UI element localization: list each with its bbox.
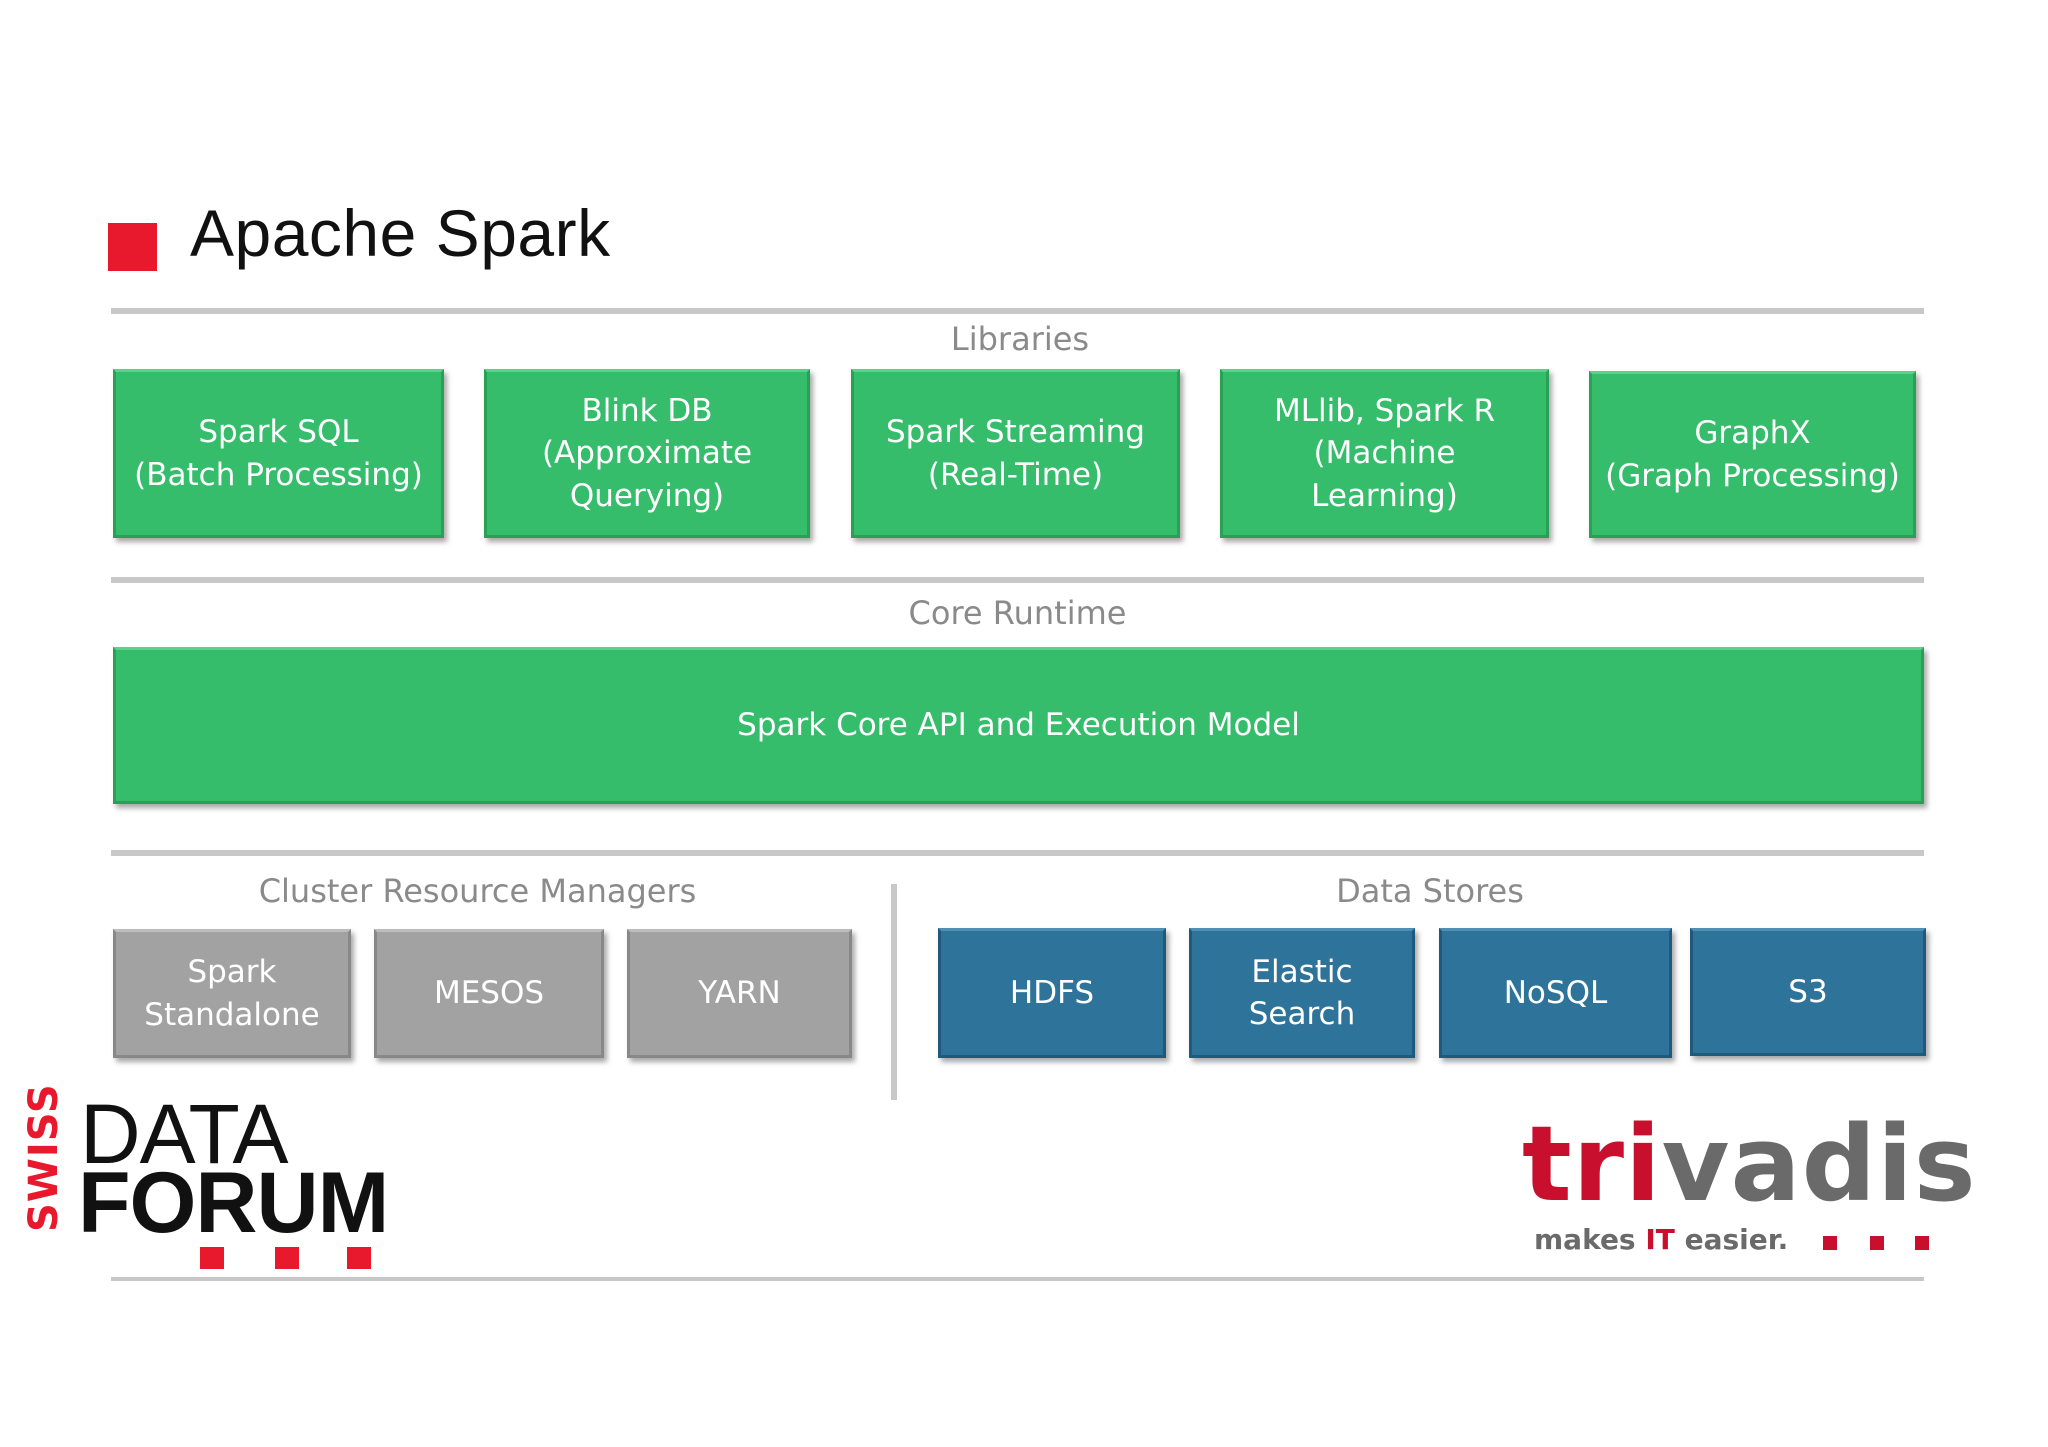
- library-spark-sql: Spark SQL (Batch Processing): [113, 369, 444, 538]
- cluster-yarn: YARN: [627, 929, 852, 1058]
- logo-trivadis-wordmark: trivadis: [1522, 1103, 1977, 1225]
- library-graphx: GraphX (Graph Processing): [1589, 371, 1916, 538]
- logo-square-2: [275, 1247, 299, 1269]
- vertical-divider: [891, 884, 897, 1100]
- logo-forum-text: FORUM: [78, 1155, 389, 1251]
- section-label-cluster-managers: Cluster Resource Managers: [258, 872, 697, 910]
- logo-square-3: [347, 1247, 371, 1269]
- library-mllib-spark-r: MLlib, Spark R (Machine Learning): [1220, 369, 1549, 538]
- logo-swiss-text: SWISS: [21, 1083, 67, 1232]
- section-label-libraries: Libraries: [950, 320, 1090, 358]
- trivadis-square-1: [1823, 1236, 1837, 1250]
- divider-footer: [111, 1277, 1924, 1281]
- title-bullet-square: [108, 223, 157, 271]
- logo-square-1: [200, 1247, 224, 1269]
- logo-trivadis-tagline: makes IT easier.: [1534, 1223, 1789, 1256]
- divider-libraries-core: [111, 577, 1924, 583]
- section-label-core-runtime: Core Runtime: [908, 594, 1127, 632]
- cluster-spark-standalone: Spark Standalone: [113, 929, 351, 1058]
- page-title: Apache Spark: [190, 196, 611, 270]
- cluster-mesos: MESOS: [374, 929, 604, 1058]
- divider-top: [111, 308, 1924, 314]
- store-s3: S3: [1690, 928, 1926, 1056]
- store-nosql: NoSQL: [1439, 928, 1672, 1058]
- store-elastic-search: Elastic Search: [1189, 928, 1415, 1058]
- library-spark-streaming: Spark Streaming (Real-Time): [851, 369, 1180, 538]
- logo-data-text: DATA: [80, 1087, 289, 1181]
- trivadis-square-2: [1870, 1236, 1884, 1250]
- store-hdfs: HDFS: [938, 928, 1166, 1058]
- trivadis-square-3: [1915, 1236, 1929, 1250]
- core-api-execution-model: Spark Core API and Execution Model: [113, 647, 1924, 804]
- library-blink-db: Blink DB (Approximate Querying): [484, 369, 810, 538]
- section-label-data-stores: Data Stores: [1336, 872, 1524, 910]
- divider-core-bottom: [111, 850, 1924, 856]
